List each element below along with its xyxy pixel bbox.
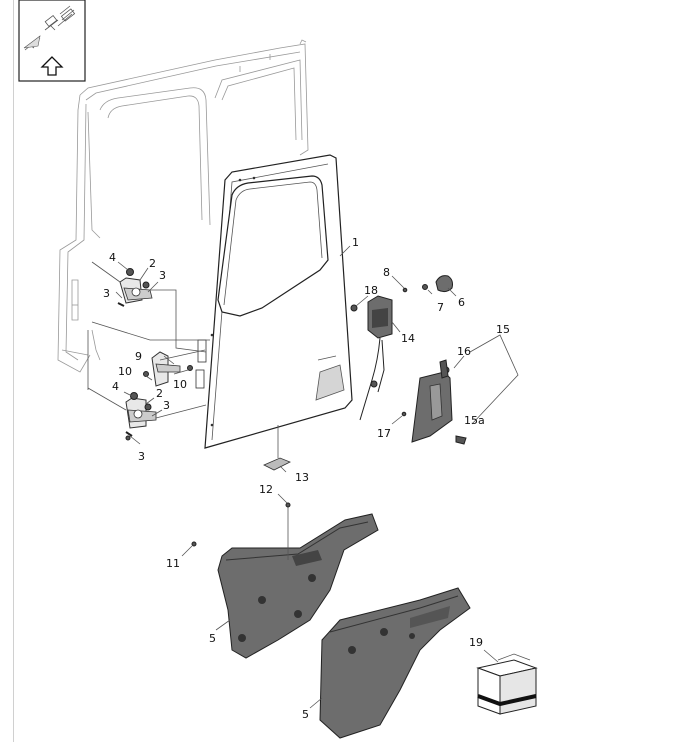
callout-13: 13 bbox=[295, 471, 309, 484]
callout-17: 17 bbox=[377, 427, 391, 440]
callout-11: 11 bbox=[166, 557, 180, 570]
callout-2-lower: 2 bbox=[156, 387, 163, 400]
middle-hinge[interactable] bbox=[143, 351, 193, 387]
callout-15: 15 bbox=[496, 323, 510, 336]
callout-14: 14 bbox=[401, 332, 415, 345]
callout-5-upper: 5 bbox=[209, 632, 216, 645]
callout-5-lower: 5 bbox=[302, 708, 309, 721]
door-latch[interactable] bbox=[350, 295, 393, 421]
page-left-border bbox=[13, 0, 14, 742]
callout-10-right: 10 bbox=[173, 378, 187, 391]
step-plate[interactable] bbox=[263, 425, 291, 471]
callout-4-upper: 4 bbox=[109, 251, 116, 264]
callout-8: 8 bbox=[383, 266, 390, 279]
inner-door-panel-upper[interactable] bbox=[217, 505, 379, 659]
callout-6: 6 bbox=[458, 296, 465, 309]
callout-15-bracket bbox=[469, 334, 519, 425]
callout-12: 12 bbox=[259, 483, 273, 496]
screw-markers bbox=[125, 435, 291, 547]
callout-10-left: 10 bbox=[118, 365, 132, 378]
cab-body-frame bbox=[57, 39, 309, 373]
callout-9: 9 bbox=[135, 350, 142, 363]
inner-door-panel-lower[interactable] bbox=[319, 587, 471, 739]
up-arrow-icon bbox=[40, 56, 64, 76]
callout-leaders bbox=[115, 245, 499, 709]
callout-3-upper-left: 3 bbox=[103, 287, 110, 300]
door-trim-panel[interactable] bbox=[411, 359, 453, 443]
callout-18: 18 bbox=[364, 284, 378, 297]
callout-1: 1 bbox=[352, 236, 359, 249]
callout-3-lower-right: 3 bbox=[163, 399, 170, 412]
callout-7: 7 bbox=[437, 301, 444, 314]
callout-4-lower: 4 bbox=[112, 380, 119, 393]
hinge-reference-lines bbox=[87, 261, 210, 419]
upper-hinge[interactable] bbox=[117, 268, 153, 307]
door-panel[interactable] bbox=[195, 154, 353, 449]
callout-19: 19 bbox=[469, 636, 483, 649]
lower-hinge[interactable] bbox=[125, 392, 157, 437]
callout-3-upper-right: 3 bbox=[159, 269, 166, 282]
callout-2-upper: 2 bbox=[149, 257, 156, 270]
callout-3-lower-bottom: 3 bbox=[138, 450, 145, 463]
callout-16: 16 bbox=[457, 345, 471, 358]
callout-15a: 15a bbox=[464, 414, 485, 427]
parts-box-icon bbox=[476, 653, 538, 715]
